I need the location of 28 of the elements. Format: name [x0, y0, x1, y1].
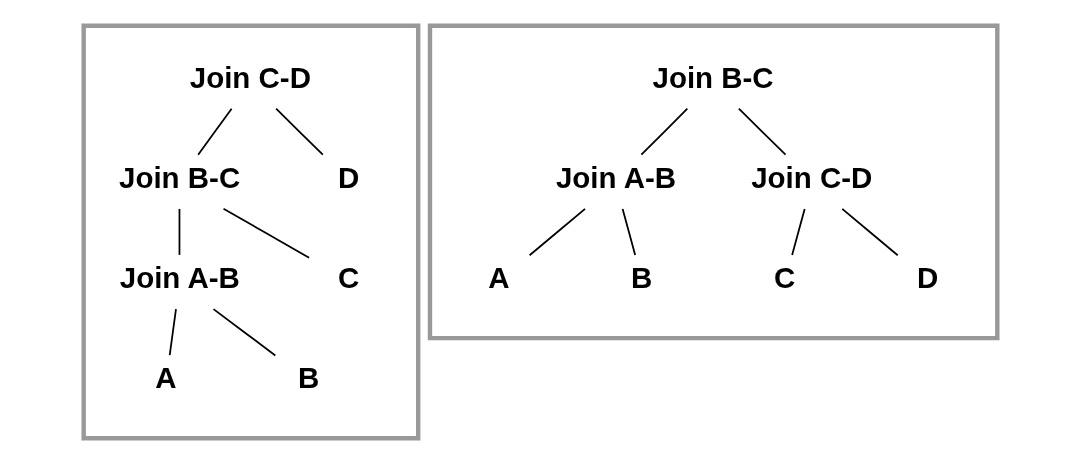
- connector: [178, 208, 180, 256]
- node-text: Join C-D: [750, 160, 872, 194]
- node-text: B: [630, 261, 652, 294]
- node-text: D: [916, 261, 938, 294]
- connector: [274, 107, 324, 156]
- cluster: [427, 23, 1000, 341]
- node-text: A: [487, 261, 509, 294]
- node-text: Join A-B: [119, 261, 240, 294]
- connector: [790, 208, 806, 256]
- node-text: D: [337, 160, 359, 194]
- connector: [737, 107, 786, 156]
- connector: [222, 207, 310, 259]
- connector: [840, 208, 899, 257]
- node-text: A: [154, 361, 176, 395]
- node-text: C: [773, 261, 795, 294]
- connector: [212, 308, 276, 357]
- connector: [621, 208, 636, 256]
- node-text: Join C-D: [189, 60, 311, 94]
- cluster: [80, 23, 420, 441]
- node-text: B: [297, 361, 319, 395]
- connector: [196, 107, 232, 156]
- node-text: Join B-C: [651, 60, 774, 94]
- connector: [168, 308, 177, 356]
- node-text: C: [337, 261, 359, 294]
- node-text: Join B-C: [118, 160, 240, 194]
- connector: [640, 107, 688, 156]
- connector: [528, 208, 586, 257]
- node-text: Join A-B: [555, 160, 676, 194]
